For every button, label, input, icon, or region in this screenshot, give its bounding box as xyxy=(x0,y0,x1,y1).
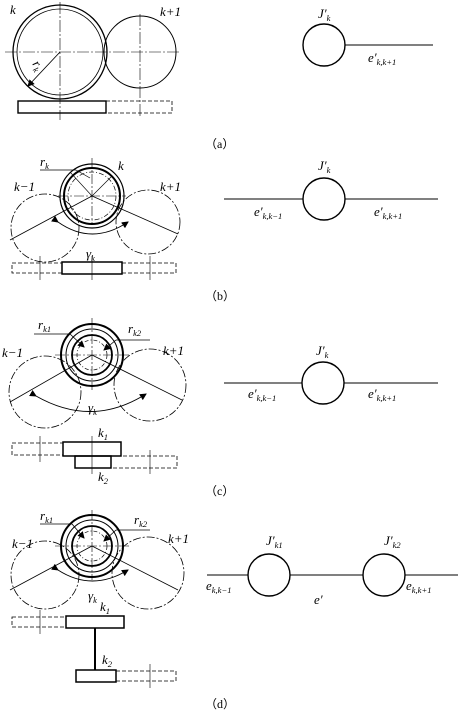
edge-mid-label: e′ xyxy=(314,592,323,607)
gear-k-plus-1 xyxy=(113,348,187,422)
line-center-to-km1 xyxy=(9,545,93,591)
radius-leader-diag xyxy=(75,169,91,179)
panel-b: rk k k−1 k+1 γk J′k e′k,k−1 e′k,k+1 （b） xyxy=(9,154,438,303)
line-center-to-kp1 xyxy=(91,545,179,591)
gear-diagram-d xyxy=(9,510,185,688)
panel-c: rk1 rk2 k−1 k+1 γk k1 k2 J′k e′k,k−1 e′k… xyxy=(2,317,438,498)
graph-d xyxy=(207,553,458,597)
label-rk2: rk2 xyxy=(128,321,142,338)
edge-k-km1-label: e′k,k−1 xyxy=(254,204,282,221)
edge-k-kp1-label: e′k,k+1 xyxy=(374,204,402,221)
shaft-kp1-rect xyxy=(110,455,178,469)
label-k-minus-1: k−1 xyxy=(14,179,35,194)
node-jk-label: J′k xyxy=(316,343,329,360)
shaft-k1-rect xyxy=(65,615,125,629)
label-k1: k1 xyxy=(100,599,110,616)
panel-d: rk1 rk2 k−1 k+1 γk k1 k2 J′k1 J′k2 ek,k−… xyxy=(9,508,458,711)
label-rk1: rk1 xyxy=(40,508,53,525)
node-jk-label: J′k xyxy=(318,158,331,175)
rk2-arrow xyxy=(103,529,117,542)
line-center-to-kp1 xyxy=(91,354,183,401)
gear-diagram-a xyxy=(5,2,180,120)
edge-right-label: ek,k+1 xyxy=(406,578,431,595)
radius-arrow xyxy=(27,51,61,87)
gamma-arc xyxy=(51,215,129,235)
shaft-km1-rect xyxy=(11,262,63,274)
rk1-arrow xyxy=(71,523,85,539)
line-center-up-right xyxy=(91,175,113,197)
label-k-plus-1: k+1 xyxy=(160,4,181,19)
gear-diagram-c xyxy=(8,318,187,474)
line-center-to-kp1 xyxy=(91,195,179,235)
label-rk1: rk1 xyxy=(38,317,51,334)
label-k-minus-1: k−1 xyxy=(2,345,23,360)
node-jk2-label: J′k2 xyxy=(384,533,401,550)
gear-k-plus-1 xyxy=(115,189,181,255)
shaft-km1-rect xyxy=(11,442,64,456)
line-center-to-km1 xyxy=(9,195,93,241)
label-gamma: γk xyxy=(88,588,97,605)
gamma-arc xyxy=(51,563,129,582)
shaft-kp1-rect xyxy=(121,262,177,274)
rk2-arrow xyxy=(103,339,117,351)
line-center-up-left xyxy=(69,171,93,197)
label-k2: k2 xyxy=(102,652,113,669)
shaft-km1-rect xyxy=(11,616,67,628)
gear-k1-ring xyxy=(65,328,119,382)
node-jk xyxy=(301,361,345,405)
label-k1: k1 xyxy=(98,425,108,442)
panel-a: k k+1 rk J′k e′k,k+1 （a） xyxy=(5,2,433,151)
shaft-kp1-rect xyxy=(115,670,177,682)
label-r: rk xyxy=(40,154,49,171)
node-jk xyxy=(302,177,346,221)
label-k: k xyxy=(118,158,124,173)
caption-d: （d） xyxy=(205,697,235,711)
gamma-arc xyxy=(29,389,147,412)
caption-b: （b） xyxy=(205,289,235,303)
gear-diagram-b xyxy=(9,158,181,280)
edge-k-k1-label: e′k,k+1 xyxy=(368,50,396,67)
node-jk1 xyxy=(247,553,291,597)
shaft-k2-rect xyxy=(75,669,117,683)
label-k-minus-1: k−1 xyxy=(12,536,33,551)
line-center-to-km1 xyxy=(9,354,93,403)
gear-k-minus-1 xyxy=(10,540,80,610)
node-jk1-label: J′k1 xyxy=(266,533,283,550)
node-jk xyxy=(302,23,346,67)
graph-c xyxy=(224,361,438,405)
graph-a xyxy=(302,23,433,67)
label-radius: rk xyxy=(28,57,47,74)
label-k-plus-1: k+1 xyxy=(160,179,181,194)
shaft-k1-rect xyxy=(105,100,173,114)
label-k-plus-1: k+1 xyxy=(168,531,189,546)
caption-c: （c） xyxy=(205,484,234,498)
label-k-plus-1: k+1 xyxy=(163,343,184,358)
node-jk2 xyxy=(362,553,406,597)
edge-k-kp1-label: e′k,k+1 xyxy=(368,386,396,403)
rk1-arrow xyxy=(69,333,85,348)
caption-a: （a） xyxy=(205,137,234,151)
node-jk-label: J′k xyxy=(318,6,331,23)
graph-b xyxy=(224,177,438,221)
shaft-k2-rect xyxy=(74,455,112,469)
label-k2: k2 xyxy=(98,469,109,486)
label-gamma: γk xyxy=(88,400,97,417)
edge-k-km1-label: e′k,k−1 xyxy=(248,386,276,403)
edge-left-label: ek,k−1 xyxy=(206,578,231,595)
shaft-k-rect xyxy=(17,100,107,114)
label-rk2: rk2 xyxy=(134,512,148,529)
label-k: k xyxy=(10,2,16,17)
label-gamma: γk xyxy=(86,246,95,263)
gear-k-minus-1 xyxy=(8,355,82,429)
